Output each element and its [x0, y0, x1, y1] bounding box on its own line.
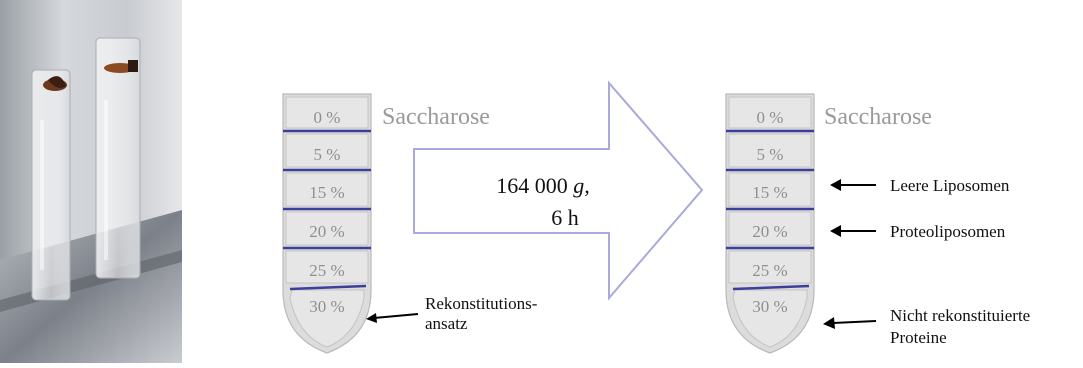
left-gradient-label: Saccharose — [382, 104, 490, 130]
annotation-proteoliposomes: Proteoliposomen — [890, 222, 1006, 241]
left-pointer-arrow — [366, 313, 419, 323]
right-gradient-label: Saccharose — [824, 104, 932, 130]
left-annotation-line2: ansatz — [425, 314, 468, 333]
centrifugation-speed: 164 000 g, — [496, 173, 590, 198]
annotation-empty-liposomes: Leere Liposomen — [890, 176, 1010, 195]
layer-label-30: 30 % — [309, 297, 344, 316]
left-annotation-line1: Rekonstitutions- — [425, 294, 538, 313]
pointer-arrow-empty-liposomes — [830, 179, 876, 191]
centrifugation-duration: 6 h — [551, 205, 579, 230]
layer-label-20: 20 % — [752, 222, 787, 241]
right-gradient-tube: 0 % 5 % 15 % 20 % 25 % 30 % — [725, 93, 815, 354]
band-line — [289, 284, 367, 291]
pointer-arrow-proteoliposomes — [830, 225, 876, 237]
speed-comma: , — [584, 173, 590, 198]
left-gradient-tube: 0 % 5 % 15 % 20 % 25 % 30 % — [282, 93, 372, 354]
annotation-unreconstituted-line2: Proteine — [890, 328, 947, 347]
layer-label-0: 0 % — [314, 108, 341, 127]
layer-label-5: 5 % — [757, 145, 784, 164]
layer-label-20: 20 % — [309, 222, 344, 241]
centrifugation-arrow — [413, 80, 704, 301]
centrifuge-tubes-photo — [0, 0, 182, 363]
layer-label-5: 5 % — [314, 145, 341, 164]
layer-label-0: 0 % — [757, 108, 784, 127]
layer-label-30: 30 % — [752, 297, 787, 316]
layer-label-25: 25 % — [309, 261, 344, 280]
band-line — [732, 284, 810, 291]
layer-label-15: 15 % — [752, 183, 787, 202]
annotation-unreconstituted-line1: Nicht rekonstituierte — [890, 306, 1030, 325]
layer-label-25: 25 % — [752, 261, 787, 280]
pointer-arrow-unreconstituted-proteins — [823, 317, 877, 329]
speed-unit: g — [573, 173, 584, 198]
speed-number: 164 000 — [496, 173, 568, 198]
layer-label-15: 15 % — [309, 183, 344, 202]
